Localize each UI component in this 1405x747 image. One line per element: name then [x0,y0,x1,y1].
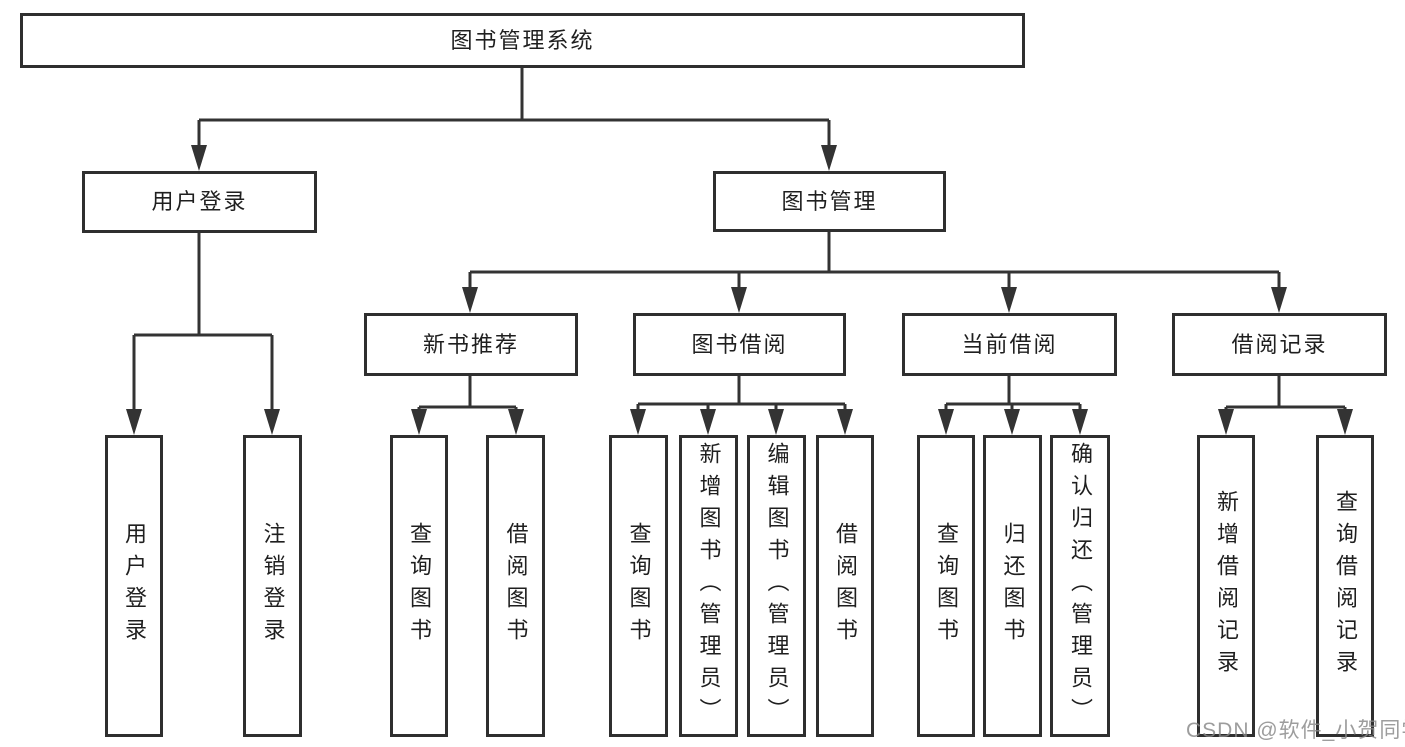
connector-newbook-to-leaves [411,376,524,435]
leaf-cb-confirm-return-admin-label: 确认归还（管理员） [1068,442,1093,730]
leaf-br-add-record-label: 新增借阅记录 [1214,490,1239,682]
connector-currentborrow-to-leaves [938,376,1088,435]
leaf-br-add-record: 新增借阅记录 [1197,435,1255,737]
leaf-logout-label: 注销登录 [260,522,286,650]
node-new-book-recommend-label: 新书推荐 [422,331,519,357]
node-current-borrow: 当前借阅 [902,313,1117,376]
node-borrow-records-label: 借阅记录 [1231,331,1328,357]
node-borrow-records: 借阅记录 [1172,313,1387,376]
connector-root-to-level2 [191,68,837,171]
leaf-bb-edit-books-admin-label: 编辑图书（管理员） [764,442,790,730]
leaf-cb-confirm-return-admin: 确认归还（管理员） [1050,435,1110,737]
leaf-nbr-borrow-books-label: 借阅图书 [503,522,529,650]
leaf-bb-borrow-books-label: 借阅图书 [833,522,858,650]
leaf-bb-query-books: 查询图书 [609,435,668,737]
leaf-cb-query-books: 查询图书 [917,435,975,737]
leaf-cb-return-books: 归还图书 [983,435,1042,737]
node-book-management-label: 图书管理 [781,188,878,214]
connector-bookborrow-to-leaves [630,376,853,435]
node-root-label: 图书管理系统 [450,27,595,53]
node-user-login-label: 用户登录 [151,189,248,214]
csdn-watermark: CSDN @软件_小贺同学 [1186,719,1405,742]
leaf-bb-borrow-books: 借阅图书 [816,435,874,737]
leaf-bb-edit-books-admin: 编辑图书（管理员） [747,435,806,737]
leaf-nbr-borrow-books: 借阅图书 [486,435,545,737]
connector-records-to-leaves [1218,376,1353,435]
leaf-cb-query-books-label: 查询图书 [934,522,959,650]
leaf-user-login-label: 用户登录 [122,522,147,650]
node-root: 图书管理系统 [20,13,1025,68]
leaf-br-query-record: 查询借阅记录 [1316,435,1374,737]
leaf-bb-add-books-admin-label: 新增图书（管理员） [696,442,722,730]
node-book-borrow-label: 图书借阅 [691,331,788,357]
connector-bookmgmt-to-level3 [462,232,1287,313]
leaf-bb-add-books-admin: 新增图书（管理员） [679,435,738,737]
leaf-user-login: 用户登录 [105,435,163,737]
node-new-book-recommend: 新书推荐 [364,313,578,376]
leaf-cb-return-books-label: 归还图书 [1000,522,1026,650]
leaf-nbr-query-books: 查询图书 [390,435,448,737]
connector-userlogin-to-leaves [126,233,280,435]
node-current-borrow-label: 当前借阅 [961,331,1058,357]
leaf-nbr-query-books-label: 查询图书 [407,522,432,650]
leaf-logout: 注销登录 [243,435,302,737]
leaf-br-query-record-label: 查询借阅记录 [1333,490,1358,682]
leaf-bb-query-books-label: 查询图书 [626,522,652,650]
node-book-management: 图书管理 [713,171,946,232]
node-book-borrow: 图书借阅 [633,313,846,376]
node-user-login: 用户登录 [82,171,317,233]
